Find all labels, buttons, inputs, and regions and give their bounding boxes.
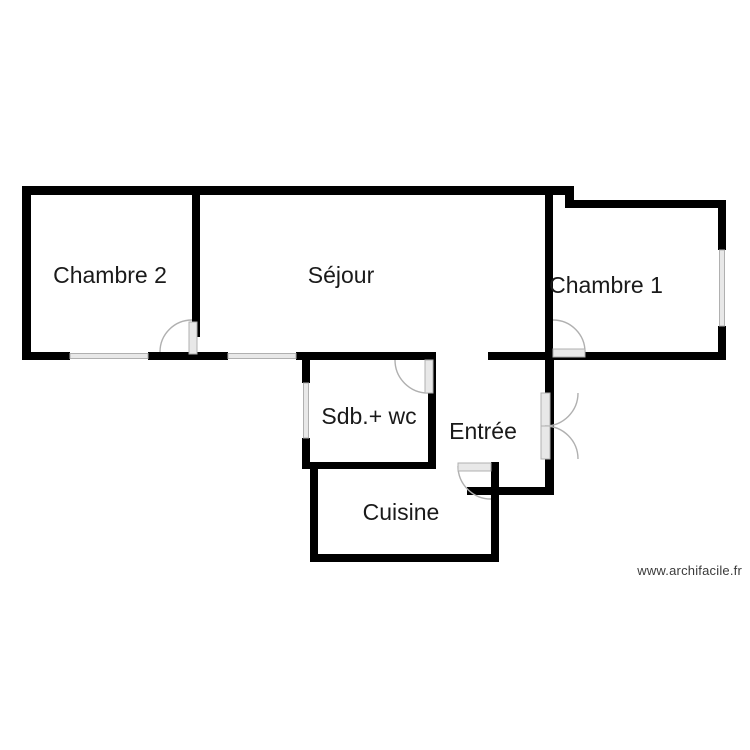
window-chambre2-bottom xyxy=(69,353,149,359)
sdb-top xyxy=(302,352,436,360)
doors-layer xyxy=(159,319,586,500)
door-chambre2-swing-arc xyxy=(159,319,193,353)
notch-vertical xyxy=(565,186,574,208)
watermark-label: www.archifacile.fr xyxy=(637,563,742,578)
notch-top xyxy=(565,200,726,208)
door-chambre1-swing-arc xyxy=(552,319,586,353)
door-chambre1-leaf xyxy=(552,348,586,358)
room-label-cuisine: Cuisine xyxy=(363,499,440,525)
outer-top-left xyxy=(22,186,573,195)
room-label-chambre1: Chambre 1 xyxy=(549,272,663,298)
door-entree-lower-leaf xyxy=(540,425,551,460)
chambre2-sejour-divider xyxy=(192,186,200,337)
door-chambre2-leaf xyxy=(188,321,198,355)
window-sejour-bottom xyxy=(227,353,297,359)
window-chambre1-right xyxy=(719,249,725,327)
cuisine-right xyxy=(491,462,499,562)
bottom-left-run xyxy=(22,352,310,360)
chambre2-left xyxy=(22,186,31,358)
room-label-sejour: Séjour xyxy=(308,262,375,288)
windows-layer xyxy=(69,249,726,439)
chambre1-left xyxy=(545,186,553,358)
door-entree-upper-leaf xyxy=(540,392,551,427)
room-label-chambre2: Chambre 2 xyxy=(53,262,167,288)
room-label-entree: Entrée xyxy=(449,418,517,444)
room-labels-layer: Chambre 2 Séjour Chambre 1 Sdb.+ wc EntréeCu… xyxy=(53,262,663,525)
door-sdb-swing-arc xyxy=(394,359,429,394)
door-cuisine-leaf xyxy=(457,462,492,472)
window-sdb-left xyxy=(303,382,309,439)
chambre1-bottom xyxy=(488,352,726,360)
room-label-sdb: Sdb.+ wc xyxy=(321,403,416,429)
sdb-right xyxy=(428,360,436,467)
door-sdb-leaf xyxy=(424,359,434,394)
cuisine-bottom xyxy=(310,554,499,562)
sdb-cuisine-divider xyxy=(302,462,436,469)
entree-bottom xyxy=(467,487,554,495)
cuisine-left xyxy=(310,462,318,562)
